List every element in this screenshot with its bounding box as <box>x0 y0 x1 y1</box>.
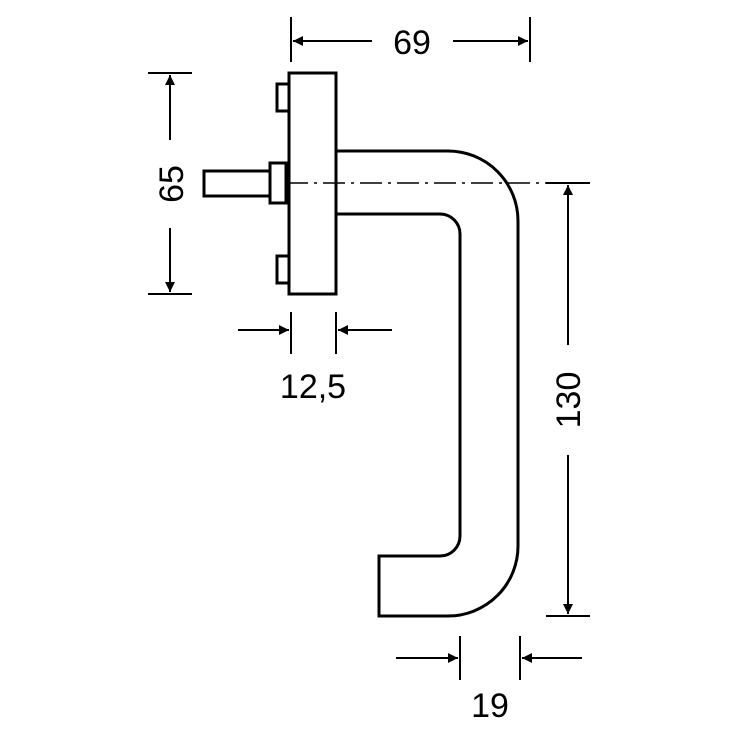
spindle <box>202 169 272 198</box>
window-handle <box>202 71 520 618</box>
dimension-width-total-label: 69 <box>393 24 431 62</box>
dimension-rose-thickness-label: 12,5 <box>280 368 346 406</box>
dimension-handle-length-label: 130 <box>550 372 588 429</box>
dimension-grip-width-label: 19 <box>471 687 509 725</box>
lever-grip <box>336 149 520 618</box>
spindle-collar <box>268 161 288 205</box>
screw-boss-bottom <box>275 254 291 285</box>
dimension-width-total <box>290 17 531 62</box>
dimension-rose-height <box>148 72 192 295</box>
dimension-rose-thickness <box>238 312 392 354</box>
dimension-handle-length <box>546 182 590 617</box>
dimension-grip-width <box>396 636 582 680</box>
screw-boss-top <box>275 82 291 113</box>
dimension-rose-height-label: 65 <box>153 165 191 203</box>
